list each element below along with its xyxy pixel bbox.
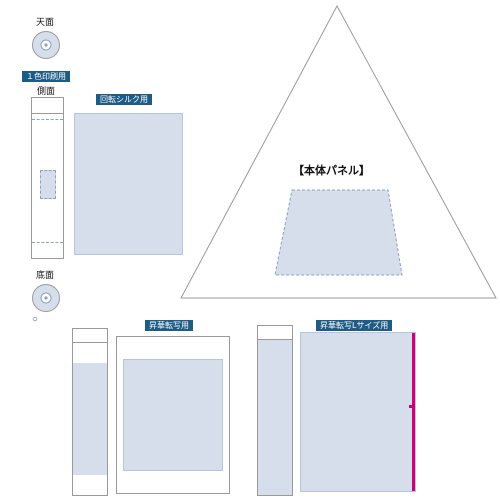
top-face-label: 天面 [36, 18, 55, 28]
bottle-cap-line [73, 342, 107, 343]
rotary-silk-print-area [74, 113, 183, 255]
rotary-silk-tag: 回転シルク用 [96, 94, 152, 105]
sublimation-sheet-print-area [123, 359, 223, 471]
bottle-cap-line [258, 339, 292, 340]
sublimation-l-sheet [300, 332, 416, 492]
sublimation-bottle [72, 328, 108, 496]
edge-marker [409, 405, 415, 408]
sublimation-sheet [116, 336, 230, 494]
bottom-face-disc [32, 284, 60, 312]
bottom-face-label: 底面 [36, 271, 55, 281]
sublimation-bottle-print-area [73, 363, 107, 475]
bottle-cap-line [32, 113, 63, 114]
small-circle-icon [32, 316, 38, 322]
body-panel-label: 【本体パネル】 [293, 164, 370, 177]
side-face-label: 側面 [37, 87, 56, 97]
side-face-print-area [40, 170, 56, 199]
magenta-edge-bar [412, 333, 415, 491]
sublimation-l-tag: 昇華転写Lサイズ用 [316, 320, 393, 331]
one-color-print-tag: １色印刷用 [22, 71, 70, 82]
sublimation-l-bottle-print-area [258, 340, 292, 495]
sublimation-l-sheet-print-area [301, 333, 412, 491]
bottle-dashed-guide [32, 242, 63, 243]
side-face-bottle [31, 97, 64, 259]
bottle-dashed-guide [32, 119, 63, 120]
top-face-disc [32, 31, 60, 59]
sublimation-tag: 昇華転写用 [145, 320, 193, 331]
sublimation-l-bottle [257, 325, 293, 496]
